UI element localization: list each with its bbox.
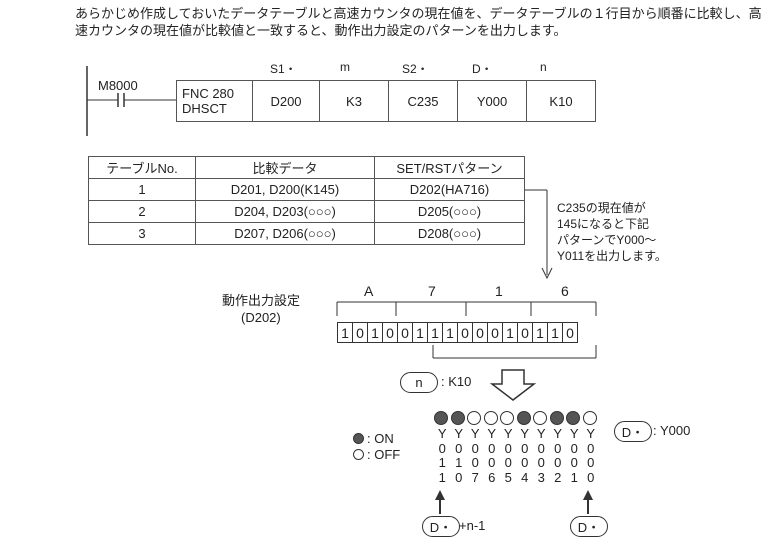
off-dot-icon xyxy=(533,411,547,425)
hex-digit: 1 xyxy=(495,283,503,299)
d-badge-bottom-right: D・ xyxy=(570,516,608,537)
col-header-table-no: テーブルNo. xyxy=(88,156,196,179)
table-row: 3 D207, D206(○○○) D208(○○○) xyxy=(88,222,525,245)
col-header-compare: 比較データ xyxy=(195,156,375,179)
bit-cell: 0 xyxy=(566,324,574,341)
note-text: C235の現在値が 145になると下記 パターンでY000〜 Y011を出力しま… xyxy=(557,201,667,263)
d-badge-bottom-left: D・ xyxy=(422,516,460,537)
operand-n: K10 xyxy=(526,80,596,122)
table-row: 1 D201, D200(K145) D202(HA716) xyxy=(88,178,525,201)
bit-cell: 1 xyxy=(368,323,383,342)
operand-d: Y000 xyxy=(457,80,527,122)
off-dot-icon xyxy=(500,411,514,425)
d-value: : Y000 xyxy=(653,423,691,438)
on-dot-icon xyxy=(566,411,580,425)
col-header-pattern: SET/RSTパターン xyxy=(374,156,525,179)
bit-cell: 0 xyxy=(458,323,473,342)
off-dot-icon xyxy=(483,411,498,425)
hex-digit: 7 xyxy=(428,283,436,299)
op-label-s1: S1・ xyxy=(270,62,297,76)
op-label-d: D・ xyxy=(472,62,493,76)
legend-off: : OFF xyxy=(353,447,400,462)
op-label-n: n xyxy=(540,60,547,74)
cell: 2 xyxy=(88,200,196,223)
bit-cell: 0 xyxy=(473,323,488,342)
bit-cell: 1 xyxy=(548,323,563,342)
output-states xyxy=(434,411,597,425)
off-dot-icon xyxy=(467,411,481,425)
cell: D207, D206(○○○) xyxy=(195,222,375,245)
table-row: 2 D204, D203(○○○) D205(○○○) xyxy=(88,200,525,223)
on-dot-icon xyxy=(450,411,465,425)
op-label-m: m xyxy=(340,60,350,74)
on-dot-icon xyxy=(549,411,564,425)
cell: D202(HA716) xyxy=(374,178,525,201)
pattern-label: 動作出力設定 xyxy=(222,294,301,309)
bit-cell: 1 xyxy=(413,323,428,342)
bit-cell: 1 xyxy=(338,323,353,342)
on-dot-icon xyxy=(516,411,531,425)
n-badge: n xyxy=(400,372,438,393)
operand-s1: D200 xyxy=(252,80,320,122)
hex-digit: 6 xyxy=(561,283,569,299)
cell: 3 xyxy=(88,222,196,245)
n-value: : K10 xyxy=(441,374,472,389)
d-badge: D・ xyxy=(614,421,652,442)
op-label-s2: S2・ xyxy=(402,62,429,76)
d-plus-label: +n-1 xyxy=(459,518,486,533)
bit-cell: 1 xyxy=(428,323,443,342)
off-dot-icon xyxy=(582,411,597,425)
bit-cell: 0 xyxy=(488,323,503,342)
cell: D204, D203(○○○) xyxy=(195,200,375,223)
operand-m: K3 xyxy=(319,80,389,122)
bit-cell: 1 xyxy=(533,323,548,342)
operand-s2: C235 xyxy=(388,80,458,122)
off-dot-icon xyxy=(353,449,364,460)
contact-label: M8000 xyxy=(98,78,138,93)
bit-cell: 1 xyxy=(503,323,518,342)
cell: D201, D200(K145) xyxy=(195,178,375,201)
bit-cell: 1 xyxy=(443,323,458,342)
cell: D205(○○○) xyxy=(374,200,525,223)
cell: 1 xyxy=(88,178,196,201)
bit-cell: 0 xyxy=(353,323,368,342)
legend-on: : ON xyxy=(353,431,394,446)
pattern-register: (D202) xyxy=(241,310,281,325)
bit-cell: 0 xyxy=(398,323,413,342)
data-table: テーブルNo. 比較データ SET/RSTパターン 1 D201, D200(K… xyxy=(88,156,525,245)
bit-cell: 0 xyxy=(383,323,398,342)
bit-cell: 0 xyxy=(518,323,533,342)
on-dot-icon xyxy=(353,433,364,444)
on-dot-icon xyxy=(434,411,448,425)
intro-text: あらかじめ作成しておいたデータテーブルと高速カウンタの現在値を、データテーブルの… xyxy=(75,7,762,39)
hex-digit: A xyxy=(364,283,374,299)
cell: D208(○○○) xyxy=(374,222,525,245)
